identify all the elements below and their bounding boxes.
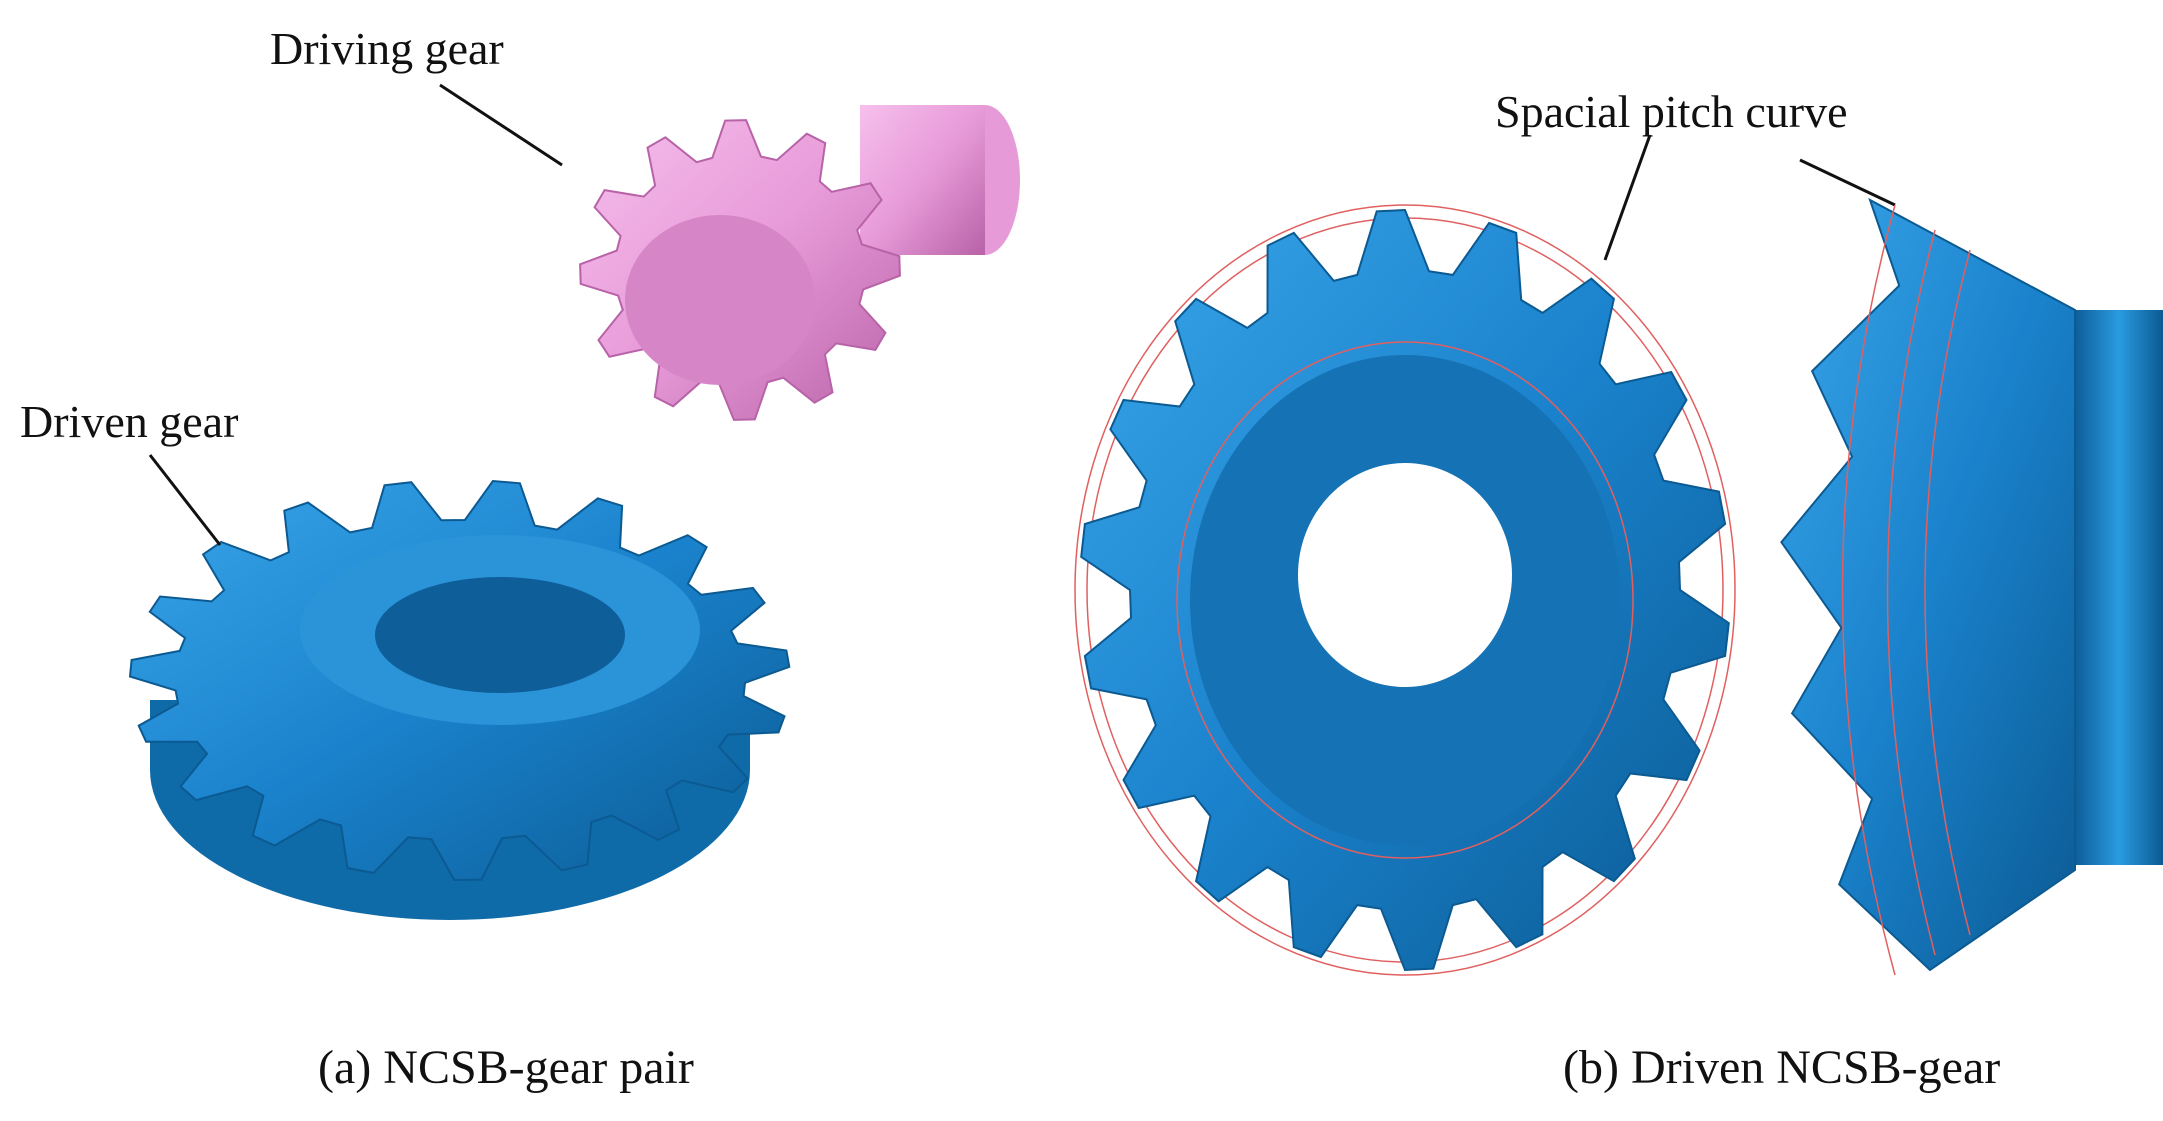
driven-gear-hub <box>2075 310 2163 865</box>
pitch-curve-leader-front <box>1603 134 1652 261</box>
caption-a: (a) NCSB-gear pair <box>318 1041 694 1094</box>
driving-gear-shaft <box>860 105 985 255</box>
driven-gear-hole <box>1298 463 1512 687</box>
driven-gear-side-body <box>1780 197 2076 972</box>
pitch-curve <box>1924 249 1971 936</box>
driving-gear-face <box>625 215 815 385</box>
pitch-curve <box>1074 204 1736 976</box>
caption-b: (b) Driven NCSB-gear <box>1563 1041 2001 1094</box>
driven-gear-side-view <box>1780 197 2163 976</box>
pitch-curve-leader-side <box>1799 158 1896 207</box>
pitch-curve <box>1841 204 1896 976</box>
driven-gear-leader <box>148 454 222 546</box>
driven-gear-bore <box>375 577 625 693</box>
driven-gear-pair-view <box>128 479 791 920</box>
pitch-curve <box>1886 229 1936 956</box>
driving-gear <box>579 105 1020 421</box>
driven-gear-front-view <box>1074 204 1736 976</box>
driven-gear-label: Driven gear <box>20 396 239 447</box>
spacial-pitch-curve-label: Spacial pitch curve <box>1495 86 1848 137</box>
driving-gear-leader <box>439 83 563 167</box>
driving-gear-label: Driving gear <box>270 23 504 74</box>
pitch-curve <box>1176 341 1634 859</box>
